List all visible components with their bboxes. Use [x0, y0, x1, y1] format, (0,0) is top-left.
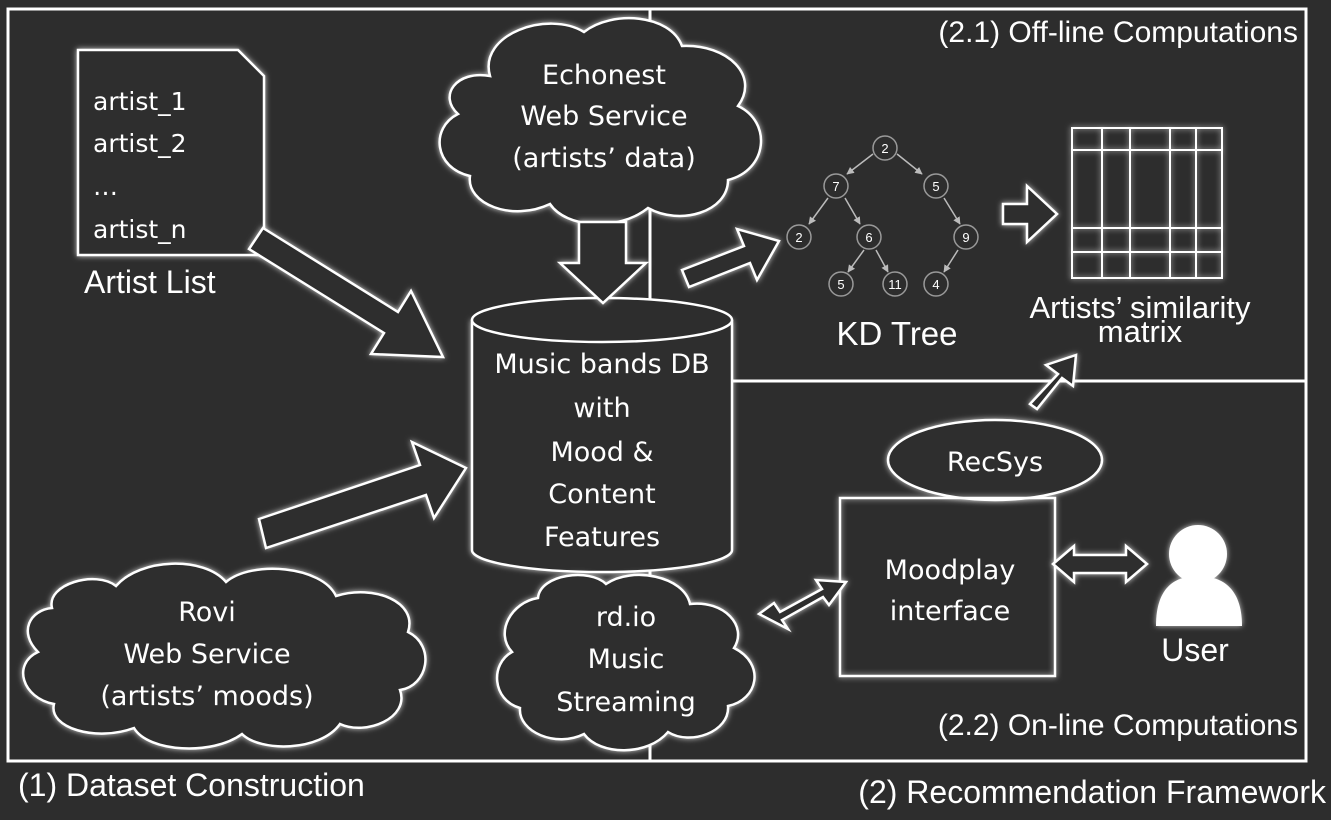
kd-tree-node-label: 5 — [837, 277, 844, 292]
rdio-label-line: rd.io — [596, 602, 656, 633]
offline-section-title: (2.1) Off-line Computations — [938, 16, 1298, 49]
kd-tree: 2 7 5 2 6 9 5 11 4 KD Tree — [786, 135, 979, 352]
outer-frame — [6, 7, 1308, 763]
online-section-title: (2.2) On-line Computations — [938, 709, 1298, 742]
kd-tree-node — [923, 271, 949, 297]
rovi-cloud: Rovi Web Service (artists’ moods) — [21, 562, 427, 750]
recsys-ellipse — [886, 418, 1104, 502]
kd-tree-node-label: 2 — [795, 230, 802, 245]
cloud-shape — [438, 16, 763, 226]
rovi-label-line: Rovi — [178, 597, 236, 628]
moodplay-interface: Moodplay interface — [838, 496, 1057, 678]
matrix-outline — [1071, 127, 1223, 279]
kd-tree-edges — [808, 153, 961, 273]
rdio-label-line: Music — [588, 644, 665, 675]
document-icon — [76, 48, 266, 257]
artist-list-item: artist_2 — [93, 129, 187, 158]
music-bands-database: Music bands DB with Mood & Content Featu… — [470, 296, 734, 574]
kd-tree-caption: KD Tree — [836, 315, 957, 352]
kd-tree-nodes — [786, 135, 979, 297]
arrow-db-to-kdtree — [680, 227, 781, 289]
user-icon — [1156, 525, 1242, 626]
moodplay-box — [838, 496, 1057, 678]
database-label-line: Music bands DB — [494, 349, 709, 380]
recsys-label: RecSys — [947, 447, 1043, 478]
artist-list-item: artist_n — [93, 215, 187, 244]
arrow-kdtree-to-matrix — [1001, 183, 1059, 245]
kd-tree-node-label: 11 — [888, 277, 902, 292]
database-label-line: Features — [544, 522, 660, 553]
kd-tree-node-label: 9 — [962, 230, 969, 245]
kd-tree-node-label: 6 — [865, 230, 872, 245]
similarity-matrix-caption-line: Artists’ similarity — [1029, 290, 1251, 325]
arrow-echonest-to-db — [556, 220, 650, 305]
rdio-label-line: Streaming — [556, 687, 695, 718]
artist-list-item: … — [93, 172, 118, 201]
recsys-node: RecSys — [886, 418, 1104, 502]
echonest-label-line: Web Service — [520, 101, 687, 132]
dataset-section-title: (1) Dataset Construction — [18, 767, 365, 803]
kd-tree-node — [856, 224, 882, 250]
echonest-cloud: Echonest Web Service (artists’ data) — [438, 16, 763, 226]
arrow-recsys-to-matrix — [1028, 353, 1078, 411]
kd-tree-node — [786, 224, 812, 250]
similarity-matrix-caption-line: matrix — [1098, 314, 1183, 349]
kd-tree-node-label: 2 — [881, 141, 888, 156]
rovi-label-line: Web Service — [123, 639, 290, 670]
kd-tree-node — [923, 173, 949, 199]
kd-tree-node-label: 5 — [932, 179, 939, 194]
database-label-line: with — [573, 393, 630, 424]
database-cylinder — [470, 320, 734, 574]
kd-tree-node — [882, 271, 908, 297]
kd-tree-node — [872, 135, 898, 161]
arrow-moodplay-rdio — [756, 578, 849, 633]
kd-tree-node — [953, 224, 979, 250]
flow-arrows — [247, 183, 1149, 633]
cloud-shape — [495, 573, 756, 752]
rovi-label-line: (artists’ moods) — [100, 681, 313, 712]
user-label: User — [1161, 632, 1229, 668]
arrow-artist-list-to-db — [247, 226, 446, 359]
framework-section-title: (2) Recommendation Framework — [858, 774, 1327, 810]
kd-tree-node-label: 7 — [832, 179, 839, 194]
cloud-shape — [21, 562, 427, 750]
moodplay-label-line: Moodplay — [885, 555, 1016, 586]
moodplay-label-line: interface — [890, 596, 1010, 627]
database-label-line: Content — [548, 479, 655, 510]
arrow-moodplay-user — [1051, 543, 1149, 585]
arrow-rovi-to-db — [257, 439, 468, 550]
echonest-label-line: (artists’ data) — [512, 143, 696, 174]
kd-tree-node-label: 4 — [932, 277, 939, 292]
artist-list-caption: Artist List — [84, 264, 216, 300]
similarity-matrix — [1071, 127, 1223, 279]
artist-list-document: artist_1 artist_2 … artist_n Artist List — [76, 48, 266, 300]
artist-list-item: artist_1 — [93, 87, 187, 116]
kd-tree-node — [823, 173, 849, 199]
database-top — [470, 296, 734, 344]
database-label-line: Mood & — [550, 437, 653, 468]
rdio-cloud: rd.io Music Streaming — [495, 573, 756, 752]
kd-tree-node — [828, 271, 854, 297]
echonest-label-line: Echonest — [542, 60, 666, 91]
